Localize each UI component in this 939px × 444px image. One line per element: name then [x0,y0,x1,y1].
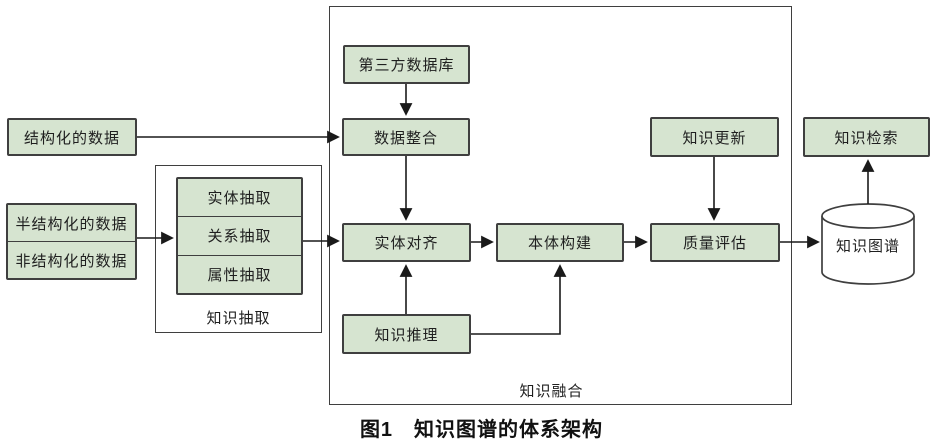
node-knowledge-retrieval: 知识检索 [803,117,930,157]
node-third-party-db: 第三方数据库 [343,45,470,84]
node-semi-structured-data-label: 半结构化的数据 [15,215,128,233]
node-knowledge-reasoning-label: 知识推理 [374,326,439,344]
node-knowledge-graph-label: 知识图谱 [835,237,900,255]
node-attribute-extraction: 属性抽取 [178,254,301,293]
node-knowledge-update: 知识更新 [650,117,779,157]
node-structured-data: 结构化的数据 [7,118,137,156]
node-data-integration: 数据整合 [342,118,470,156]
node-unstructured-data-label: 非结构化的数据 [15,252,128,270]
node-entity-extraction: 实体抽取 [178,179,301,216]
node-semi-structured-data: 半结构化的数据 [8,205,135,241]
knowledge-fusion-group: 知识融合 [329,6,792,405]
node-quality-assessment: 质量评估 [650,223,780,262]
node-knowledge-reasoning: 知识推理 [342,314,471,354]
node-knowledge-update-label: 知识更新 [682,129,747,147]
node-entity-extraction-label: 实体抽取 [207,190,272,208]
knowledge-extraction-label: 知识抽取 [206,310,271,327]
node-third-party-db-label: 第三方数据库 [358,57,455,74]
node-entity-alignment-label: 实体对齐 [374,235,439,252]
node-unstructured-data: 非结构化的数据 [8,241,135,278]
figure-caption: 图1 知识图谱的体系架构 [359,419,604,441]
node-structured-data-label: 结构化的数据 [23,129,120,147]
node-knowledge-retrieval-label: 知识检索 [834,129,899,147]
node-knowledge-graph-label-wrap: 知识图谱 [824,232,912,258]
node-data-integration-label: 数据整合 [373,129,438,147]
extraction-steps-stack: 实体抽取 关系抽取 属性抽取 [176,177,303,295]
node-semi-unstructured-data: 半结构化的数据 非结构化的数据 [6,203,137,280]
node-attribute-extraction-label: 属性抽取 [207,266,272,284]
node-ontology-construction: 本体构建 [496,223,624,262]
node-entity-alignment: 实体对齐 [342,223,471,262]
knowledge-extraction-group: 知识抽取 [155,165,322,333]
node-ontology-construction-label: 本体构建 [527,235,592,252]
node-relation-extraction-label: 关系抽取 [207,228,272,246]
node-quality-assessment-label: 质量评估 [682,235,747,252]
knowledge-fusion-label: 知识融合 [519,383,584,400]
node-relation-extraction: 关系抽取 [178,216,301,254]
